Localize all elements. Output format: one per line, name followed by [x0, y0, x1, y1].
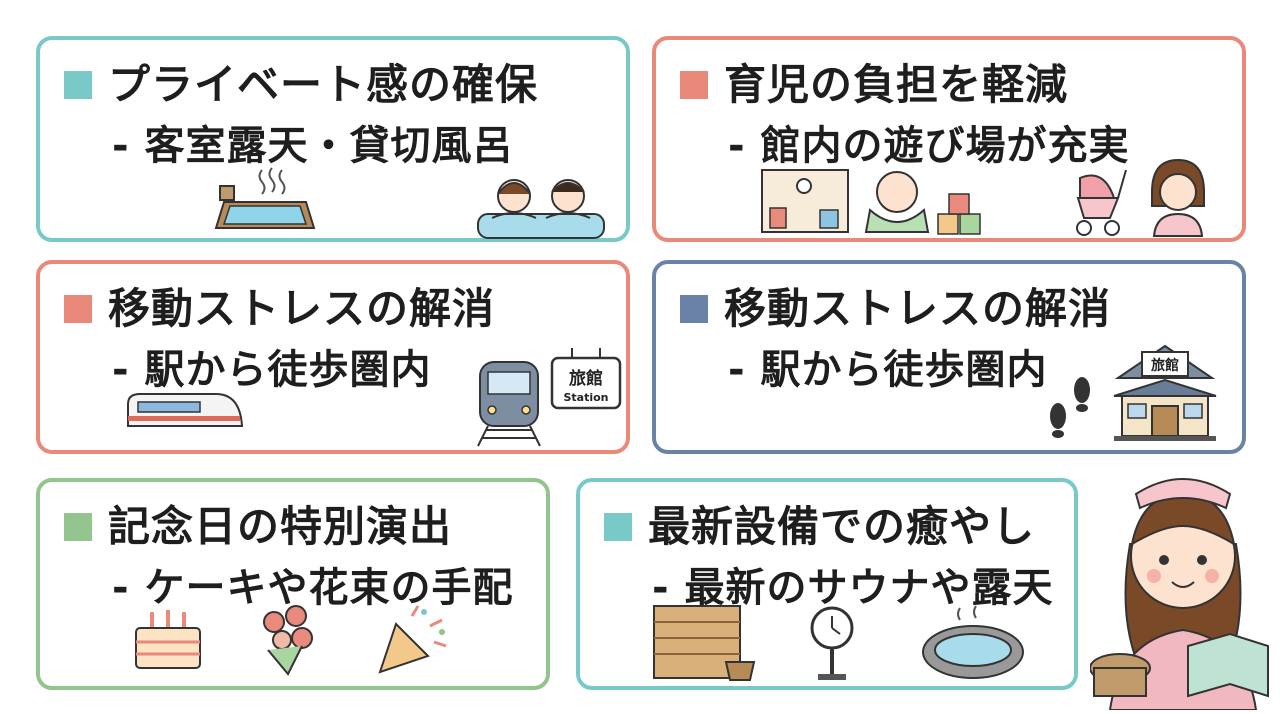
couple-in-bath-icon: [477, 179, 605, 239]
card-access-train: 移動ストレスの解消 - 駅から徒歩圏内 旅館 Station: [36, 260, 630, 454]
card-subtitle: - ケーキや花束の手配: [112, 565, 514, 611]
card-header: 移動ストレスの解消: [64, 288, 495, 330]
card-title: 移動ストレスの解消: [108, 284, 496, 333]
ryokan-building-icon: 旅館: [1113, 344, 1217, 441]
open-air-bath-icon: [922, 605, 1024, 679]
stroller-icon: [1076, 169, 1127, 236]
sauna-timer-icon: [810, 606, 854, 680]
card-facilities: 最新設備での癒やし - 最新のサウナや露天: [576, 478, 1078, 690]
baby-icon: [864, 171, 930, 233]
card-header: 記念日の特別演出: [64, 506, 452, 548]
playroom-icon: [761, 169, 849, 233]
party-popper-icon: [378, 605, 447, 674]
card-privacy: プライベート感の確保 - 客室露天・貸切風呂: [36, 36, 630, 242]
bullet-train-icon: [127, 393, 244, 427]
card-access-walk: 移動ストレスの解消 - 駅から徒歩圏内 旅館: [652, 260, 1246, 454]
card-title: プライベート感の確保: [108, 60, 539, 109]
sauna-icon: [653, 605, 756, 681]
ryokan-sign-kanji: 旅館: [1151, 357, 1179, 374]
bullet-square-icon: [64, 71, 92, 99]
card-subtitle: - 最新のサウナや露天: [652, 565, 1054, 611]
footprints-icon: [1050, 377, 1090, 438]
card-subtitle: - 駅から徒歩圏内: [112, 347, 432, 393]
bullet-square-icon: [64, 513, 92, 541]
station-sign-kanji: 旅館: [569, 368, 603, 389]
card-subtitle: - 駅から徒歩圏内: [728, 347, 1048, 393]
bullet-square-icon: [680, 295, 708, 323]
bullet-square-icon: [64, 295, 92, 323]
toy-blocks-icon: [937, 193, 981, 235]
cake-icon: [135, 610, 201, 669]
card-title: 移動ストレスの解消: [724, 284, 1112, 333]
card-subtitle: - 館内の遊び場が充実: [728, 123, 1130, 169]
ryokan-staff-mascot-icon: [1090, 478, 1269, 710]
train-front-icon: [477, 361, 541, 447]
card-header: 移動ストレスの解消: [680, 288, 1111, 330]
card-subtitle: - 客室露天・貸切風呂: [112, 123, 514, 169]
bouquet-icon: [263, 605, 313, 676]
bullet-square-icon: [604, 513, 632, 541]
hot-spring-bath-icon: [214, 167, 316, 229]
card-title: 最新設備での癒やし: [648, 502, 1036, 551]
station-sign-icon: 旅館 Station: [550, 348, 622, 410]
card-title: 記念日の特別演出: [108, 502, 453, 551]
card-header: 育児の負担を軽減: [680, 64, 1068, 106]
mother-icon: [1151, 158, 1205, 237]
bullet-square-icon: [680, 71, 708, 99]
card-header: プライベート感の確保: [64, 64, 538, 106]
card-title: 育児の負担を軽減: [724, 60, 1069, 109]
card-childcare: 育児の負担を軽減 - 館内の遊び場が充実: [652, 36, 1246, 242]
station-sign-english: Station: [563, 391, 608, 404]
card-anniversary: 記念日の特別演出 - ケーキや花束の手配: [36, 478, 550, 690]
card-header: 最新設備での癒やし: [604, 506, 1035, 548]
